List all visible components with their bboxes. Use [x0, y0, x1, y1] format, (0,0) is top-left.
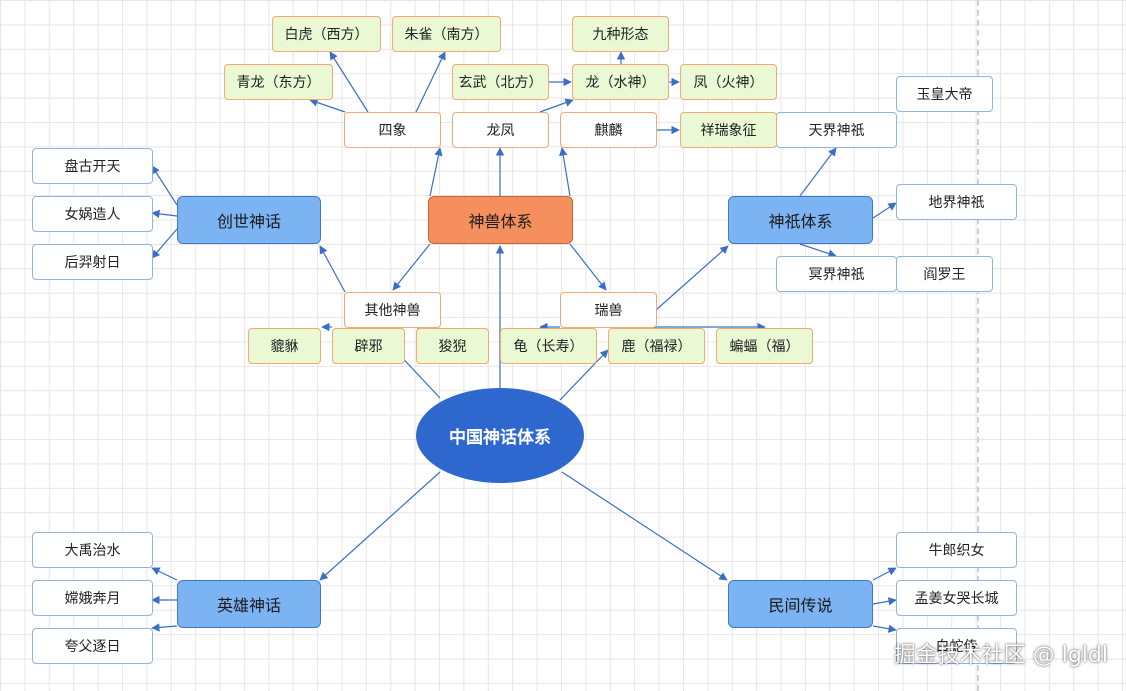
hero-item-change[interactable]: 嫦娥奔月 [32, 580, 153, 616]
creation-item-houyi[interactable]: 后羿射日 [32, 244, 153, 280]
deity-heaven[interactable]: 天界神祇 [776, 112, 897, 148]
edge-beasts-foursymbols [429, 147, 443, 197]
edge-heroes-kuafu [151, 623, 178, 632]
category-folk[interactable]: 民间传说 [728, 580, 873, 628]
edge-center-folk [561, 471, 728, 581]
qilin-auspicious-symbol[interactable]: 祥瑞象征 [680, 112, 777, 148]
edge-center-heroes [319, 471, 441, 581]
symbol-black-tortoise[interactable]: 玄武（北方） [452, 64, 549, 100]
deity-underworld[interactable]: 冥界神祇 [776, 256, 897, 292]
symbol-azure-dragon[interactable]: 青龙（东方） [224, 64, 333, 100]
symbol-vermilion-bird[interactable]: 朱雀（南方） [392, 16, 501, 52]
deity-yama[interactable]: 阎罗王 [896, 256, 993, 292]
edge-folk-cowherd [872, 567, 897, 581]
edge-center-auspicious [559, 349, 609, 401]
edge-folk-whitesnake [872, 624, 897, 633]
edge-creation-pangu [151, 165, 178, 206]
page-divider-dashed [977, 0, 979, 691]
edge-foursymbols-azure [309, 98, 346, 113]
phoenix-fire-god[interactable]: 凤（火神） [680, 64, 777, 100]
auspicious-bat[interactable]: 蝙蝠（福） [716, 328, 813, 364]
creation-item-pangu[interactable]: 盘古开天 [32, 148, 153, 184]
hero-item-kuafu[interactable]: 夸父逐日 [32, 628, 153, 664]
folk-item-mengjiang[interactable]: 孟姜女哭长城 [896, 580, 1017, 616]
folk-item-cowherd[interactable]: 牛郎织女 [896, 532, 1017, 568]
edge-beasts-otherbeasts [392, 243, 431, 291]
category-deities[interactable]: 神祇体系 [728, 196, 873, 244]
beast-qilin[interactable]: 麒麟 [560, 112, 657, 148]
beast-dragon-phoenix[interactable]: 龙凤 [452, 112, 549, 148]
deity-jade-emperor[interactable]: 玉皇大帝 [896, 76, 993, 112]
auspicious-deer[interactable]: 鹿（福禄） [608, 328, 705, 364]
symbol-white-tiger[interactable]: 白虎（西方） [272, 16, 381, 52]
edge-dp-dragon [539, 98, 574, 113]
beast-other[interactable]: 其他神兽 [344, 292, 441, 328]
beast-suanni[interactable]: 狻猊 [416, 328, 489, 364]
dragon-water-god[interactable]: 龙（水神） [572, 64, 669, 100]
hero-item-yu[interactable]: 大禹治水 [32, 532, 153, 568]
edge-creation-houyi [151, 228, 178, 259]
edge-foursymbols-vermilion [415, 51, 446, 113]
edge-deities-earth [872, 202, 897, 219]
deity-earth[interactable]: 地界神祇 [896, 184, 1017, 220]
auspicious-turtle[interactable]: 龟（长寿） [500, 328, 597, 364]
category-heroes[interactable]: 英雄神话 [177, 580, 321, 628]
edge-folk-mengjiang [872, 597, 897, 606]
edge-deities-underworld [799, 243, 837, 258]
edge-auspicious-deities [655, 245, 729, 311]
beast-pixiu[interactable]: 貔貅 [248, 328, 321, 364]
watermark-text: 掘金技术社区 @ lgldl [893, 643, 1108, 668]
edge-beasts-auspicious [569, 243, 607, 291]
edge-beasts-qilin [559, 147, 571, 197]
beast-bixie[interactable]: 辟邪 [332, 328, 405, 364]
center-node[interactable]: 中国神话体系 [416, 388, 584, 483]
folk-item-whitesnake[interactable]: 白蛇传 [896, 628, 1017, 664]
beast-four-symbols[interactable]: 四象 [344, 112, 441, 148]
edge-deities-heaven [799, 147, 837, 197]
edge-creation-nuwa [151, 209, 178, 219]
beast-auspicious[interactable]: 瑞兽 [560, 292, 657, 328]
dragon-nine-forms[interactable]: 九种形态 [572, 16, 669, 52]
edge-heroes-yu [151, 567, 178, 581]
edge-foursymbols-whitetiger [329, 51, 369, 113]
category-creation[interactable]: 创世神话 [177, 196, 321, 244]
creation-item-nuwa[interactable]: 女娲造人 [32, 196, 153, 232]
category-beasts[interactable]: 神兽体系 [428, 196, 573, 244]
edge-otherbeasts-creation [319, 245, 346, 293]
